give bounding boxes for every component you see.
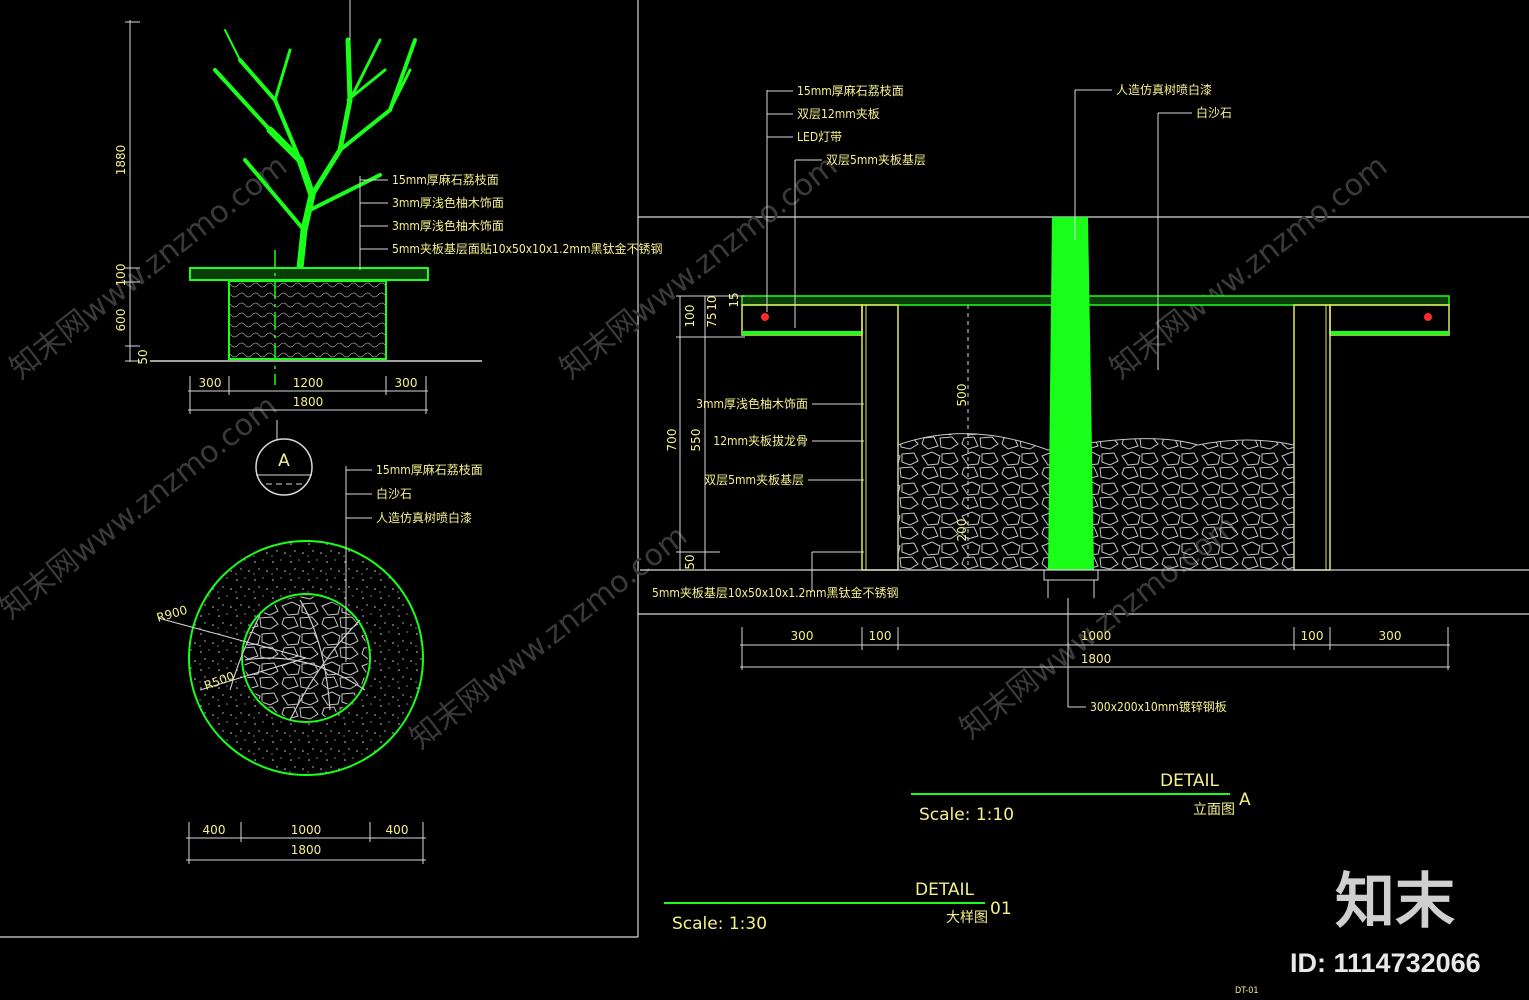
svg-text:知末网www.znzmo.com: 知末网www.znzmo.com: [1103, 148, 1394, 386]
dim-700: 700: [665, 429, 679, 452]
label-double-5mm-plywood: 双层5mm夹板基层: [826, 153, 926, 167]
title-a-code: A: [1239, 790, 1251, 810]
sheet-code: DT-01: [1235, 986, 1259, 996]
dim-600: 600: [114, 309, 128, 332]
dim-100: 100: [114, 264, 128, 287]
dim-300-right: 300: [395, 376, 418, 390]
svg-text:知末网www.znzmo.com: 知末网www.znzmo.com: [403, 518, 694, 756]
section-marker: A: [255, 420, 313, 496]
dim-15: 15: [727, 292, 741, 307]
label-base-steel: 5mm夹板基层10x50x10x1.2mm黑钛金不锈钢: [652, 585, 898, 600]
planter-body: [228, 280, 387, 360]
title-01-name: 大样图: [946, 910, 988, 926]
image-id: ID: 1114732066: [1290, 948, 1481, 978]
dim-300-left: 300: [199, 376, 222, 390]
plan-view: R900 R500 15mm厚麻石荔枝面 白沙石 人造仿真树喷白漆 400 10…: [155, 462, 483, 864]
label-stone-top: 15mm厚麻石荔枝面: [392, 172, 499, 187]
site-logo: 知末: [1335, 867, 1455, 937]
label-double-5mm-side: 双层5mm夹板基层: [704, 473, 804, 487]
label-white-sand: 白沙石: [1196, 105, 1232, 120]
label-plywood-steel: 5mm夹板基层面贴10x50x10x1.2mm黑钛金不锈钢: [392, 241, 662, 256]
sheet-frame: [0, 0, 1529, 938]
plan-dim-400-left: 400: [203, 823, 226, 837]
svg-text:知末网www.znzmo.com: 知末网www.znzmo.com: [553, 148, 844, 386]
bottom-dim-100-left: 100: [869, 629, 892, 643]
title-01-scale: Scale: 1:30: [672, 914, 767, 934]
plan-dim-1000: 1000: [291, 823, 322, 837]
bottom-dim-1000: 1000: [1081, 629, 1112, 643]
title-block-a: DETAIL Scale: 1:10 立面图 A: [911, 771, 1251, 825]
dim-200: 200: [955, 519, 969, 542]
plan-label-tree: 人造仿真树喷白漆: [376, 510, 472, 525]
planter-top-slab: [189, 267, 429, 281]
title-a-detail: DETAIL: [1160, 771, 1220, 791]
label-led-strip: LED灯带: [797, 130, 842, 144]
dim-1200: 1200: [293, 376, 324, 390]
title-01-detail: DETAIL: [915, 880, 975, 900]
label-double-plywood: 双层12mm夹板: [797, 107, 880, 121]
title-block-01: DETAIL Scale: 1:30 大样图 01: [664, 880, 1012, 934]
dim-50: 50: [136, 349, 150, 364]
bottom-dim-100-right: 100: [1301, 629, 1324, 643]
title-a-name: 立面图: [1193, 802, 1235, 818]
dim-75: 75: [705, 312, 719, 327]
left-elevation: 1880 100 600 50 300 1200 300 1800 15mm厚麻…: [114, 0, 662, 414]
dim-50-base: 50: [683, 554, 697, 569]
label-keel-plywood: 12mm夹板拔龙骨: [713, 433, 808, 448]
bottom-dim-total: 1800: [1081, 652, 1112, 666]
plan-dim-400-right: 400: [386, 823, 409, 837]
bottom-dim-300-right: 300: [1379, 629, 1402, 643]
label-stone-slab: 15mm厚麻石荔枝面: [797, 83, 904, 98]
dim-10: 10: [705, 295, 719, 310]
right-elevation: 100 700 50 75 10 15 550 500 200 15mm厚麻石荔…: [640, 82, 1529, 714]
dim-550: 550: [689, 429, 703, 452]
title-01-code: 01: [990, 899, 1012, 919]
plan-dim-total: 1800: [291, 843, 322, 857]
dim-500: 500: [955, 384, 969, 407]
dim-1880: 1880: [114, 145, 128, 176]
label-teak-veneer-2: 3mm厚浅色柚木饰面: [392, 218, 504, 233]
dim-total-1800: 1800: [293, 395, 324, 409]
label-steel-plate: 300x200x10mm镀锌钢板: [1090, 700, 1227, 714]
plan-label-sand: 白沙石: [376, 486, 412, 501]
label-teak-side: 3mm厚浅色柚木饰面: [696, 396, 808, 411]
dim-100-outer: 100: [683, 305, 697, 328]
bottom-dim-300-left: 300: [791, 629, 814, 643]
label-teak-veneer-1: 3mm厚浅色柚木饰面: [392, 195, 504, 210]
label-artificial-tree: 人造仿真树喷白漆: [1116, 82, 1212, 97]
plan-label-stone: 15mm厚麻石荔枝面: [376, 462, 483, 477]
title-a-scale: Scale: 1:10: [919, 805, 1014, 825]
tree-figure: [213, 29, 417, 272]
section-marker-letter: A: [278, 451, 290, 471]
